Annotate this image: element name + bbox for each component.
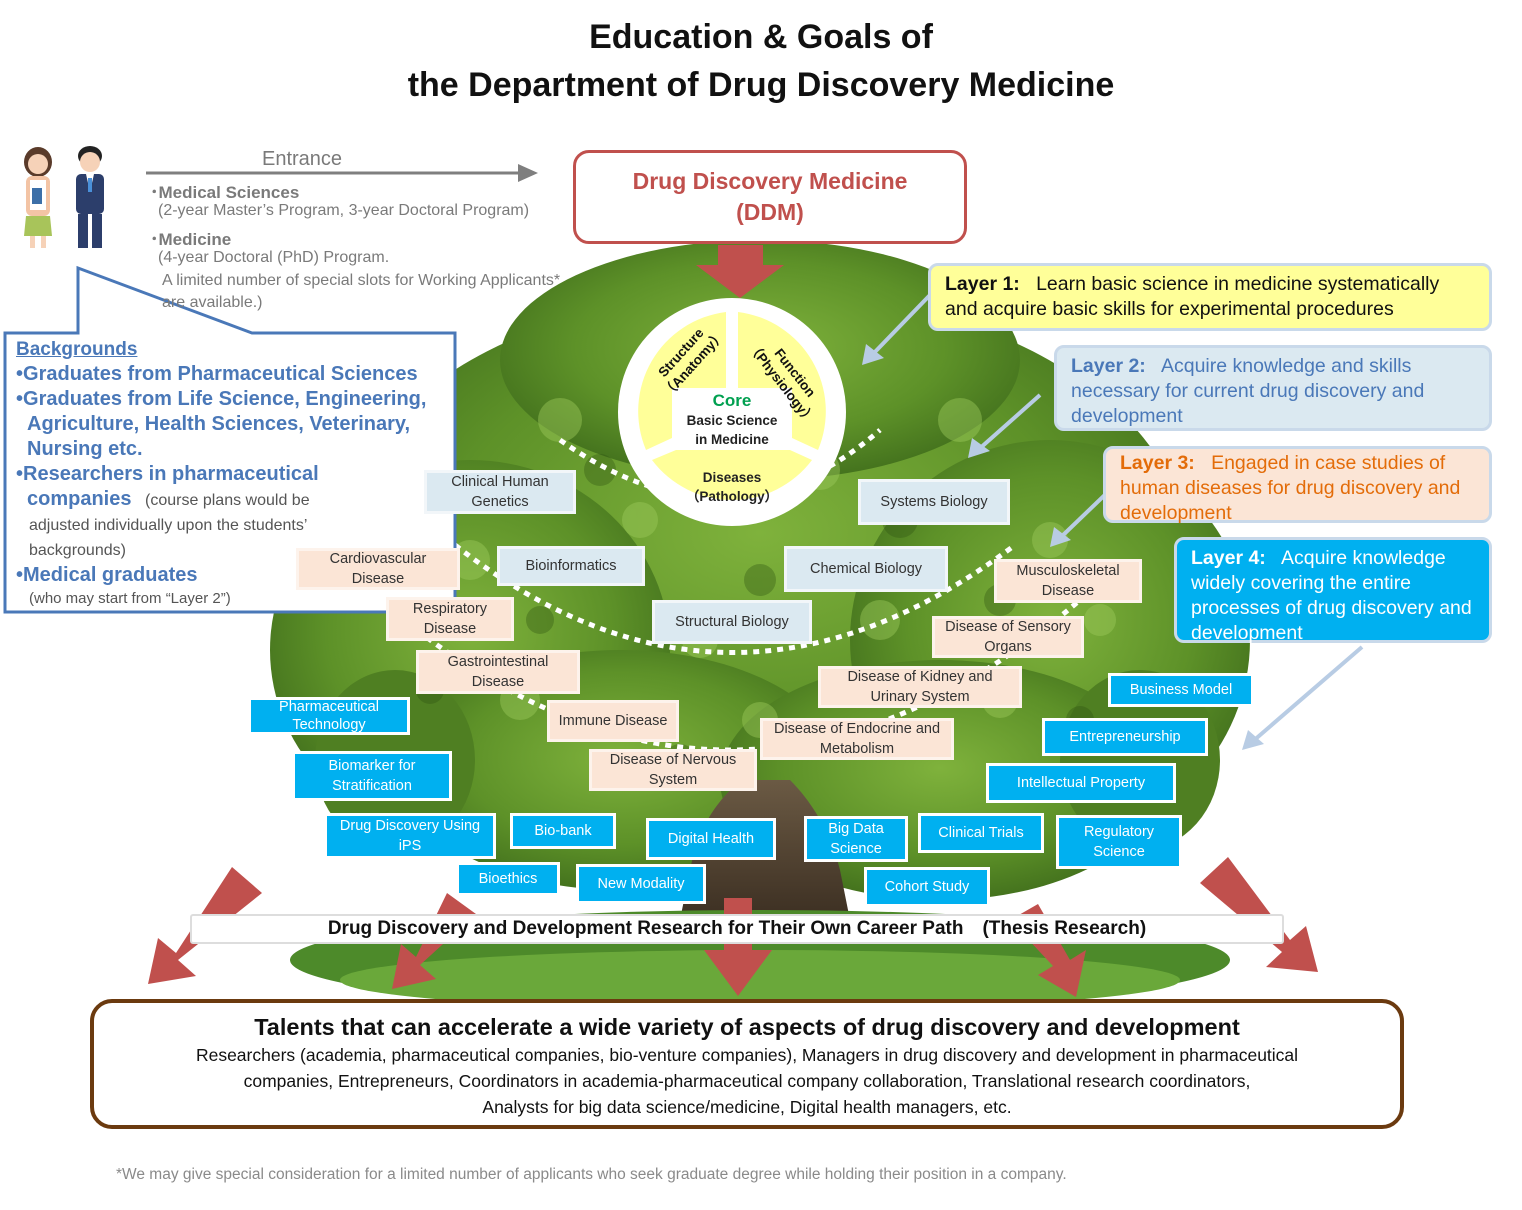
background-item-cont: Agriculture, Health Sciences, Veterinary… [27,413,411,435]
core-center-line1: Basic Science [686,413,778,428]
topic-structural-biology: Structural Biology [652,600,812,644]
talents-box: Talents that can accelerate a wide varie… [90,999,1404,1129]
program-medicine: ･Medicine [150,230,232,249]
talents-heading: Talents that can accelerate a wide varie… [254,1014,1240,1040]
layer1-box: Layer 1: Learn basic science in medicine… [928,263,1492,331]
background-item: •Graduates from Pharmaceutical Sciences [16,363,418,385]
talents-line2: companies, Entrepreneurs, Coordinators i… [243,1071,1251,1091]
background-note: adjusted individually upon the students’ [29,517,308,534]
background-item-cont: Nursing etc. [27,438,143,460]
topic-entrepreneurship: Entrepreneurship [1042,718,1208,756]
background-note: (who may start from “Layer 2”) [29,590,231,607]
layer1-text: Learn basic science in medicine systemat… [945,273,1440,320]
layer1-name: Layer 1: [945,273,1020,295]
topic-cardiovascular-disease: Cardiovascular Disease [296,548,460,590]
topic-systems-biology: Systems Biology [858,479,1010,525]
ddm-abbr: (DDM) [736,199,804,225]
ddm-box: Drug Discovery Medicine (DDM) [573,150,967,244]
topic-intellectual-property: Intellectual Property [986,763,1176,803]
topic-bio-bank: Bio-bank [510,813,616,849]
topic-musculoskeletal-disease: Musculoskeletal Disease [994,559,1142,603]
thesis-research-bar: Drug Discovery and Development Research … [190,914,1284,944]
core-label: Core [712,391,752,410]
topic-chemical-biology: Chemical Biology [784,546,948,592]
program2-detail2: A limited number of special slots for Wo… [162,272,561,289]
layer3-box: Layer 3: Engaged in case studies of huma… [1103,446,1492,524]
core-center-line2: in Medicine [695,432,769,447]
topic-cohort-study: Cohort Study [864,867,990,907]
layer4-box: Layer 4: Acquire knowledge widely coveri… [1174,537,1492,644]
layer4-name: Layer 4: [1191,547,1266,569]
talents-line1: Researchers (academia, pharmaceutical co… [195,1045,1299,1065]
background-note: backgrounds) [29,542,126,559]
topic-bioinformatics: Bioinformatics [497,546,645,586]
background-item: •Graduates from Life Science, Engineerin… [16,388,427,410]
topic-disease-of-endocrine: Disease of Endocrine and Metabolism [760,718,954,760]
page-title-line2: the Department of Drug Discovery Medicin… [407,66,1115,104]
core-center: Core Basic Science in Medicine [672,391,792,449]
program1-name: Medical Sciences [158,183,300,202]
topic-digital-health: Digital Health [646,818,776,860]
program1-detail: (2-year Master’s Program, 3-year Doctora… [158,202,530,219]
topic-disease-of-kidney: Disease of Kidney and Urinary System [818,666,1022,708]
layer3-text: Engaged in case studies of human disease… [1120,452,1461,524]
topic-disease-of-sensory-organs: Disease of Sensory Organs [932,616,1084,658]
topic-new-modality: New Modality [576,864,706,904]
topic-biomarker-for-stratification: Biomarker for Stratification [292,751,452,801]
program2-detail3: are available.) [162,294,263,311]
entrance-label: Entrance [262,148,343,170]
background-item: •Researchers in pharmaceutical [16,463,319,485]
layer4-text: Acquire knowledge widely covering the en… [1191,547,1472,644]
topic-clinical-human-genetics: Clinical Human Genetics [424,470,576,514]
topic-big-data-science: Big Data Science [804,816,908,862]
topic-immune-disease: Immune Disease [547,700,679,742]
page-title-line1: Education & Goals of [589,18,933,56]
ddm-title: Drug Discovery Medicine [632,168,908,194]
backgrounds-panel: Backgrounds •Graduates from Pharmaceutic… [16,338,446,610]
background-item: •Medical graduates [16,564,198,586]
topic-bioethics: Bioethics [456,862,560,896]
layer2-box: Layer 2: Acquire knowledge and skills ne… [1054,345,1492,431]
topic-drug-discovery-using-ips: Drug Discovery Using iPS [324,813,496,859]
topic-regulatory-science: Regulatory Science [1056,815,1182,869]
layer2-text: Acquire knowledge and skills necessary f… [1071,355,1425,427]
students-icon [24,146,104,248]
core-diseases: Diseases （Pathology） [685,470,779,504]
topic-gastrointestinal-disease: Gastrointestinal Disease [416,650,580,694]
footnote: *We may give special consideration for a… [116,1166,1067,1183]
topic-respiratory-disease: Respiratory Disease [386,597,514,641]
backgrounds-heading: Backgrounds [16,339,138,360]
program2-detail1: (4-year Doctoral (PhD) Program. [158,249,390,266]
background-item-cont: companies (course plans would be [27,488,310,510]
talents-line3: Analysts for big data science/medicine, … [482,1097,1012,1117]
layer3-name: Layer 3: [1120,452,1195,474]
topic-business-model: Business Model [1108,673,1254,707]
program-medical-sciences: ･Medical Sciences [150,183,300,202]
layer2-name: Layer 2: [1071,355,1146,377]
topic-disease-of-nervous-system: Disease of Nervous System [589,749,757,791]
topic-clinical-trials: Clinical Trials [918,813,1044,853]
program2-name: Medicine [158,230,232,249]
topic-pharmaceutical-technology: Pharmaceutical Technology [248,697,410,735]
